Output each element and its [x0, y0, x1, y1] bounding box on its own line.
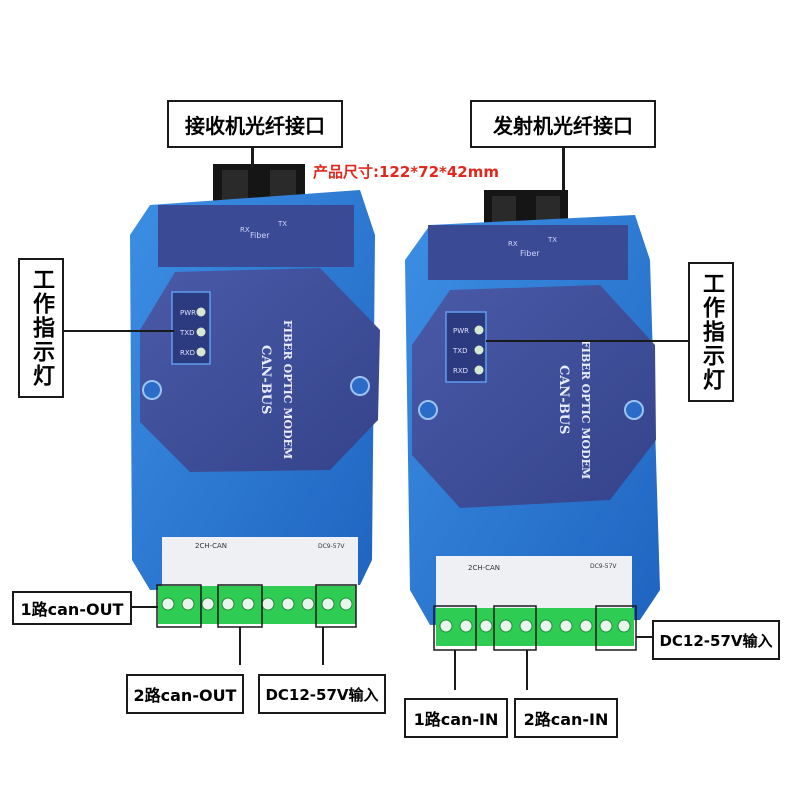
left-led-pwr-label: PWR [180, 309, 196, 317]
product-dimensions: 产品尺寸:122*72*42mm [313, 163, 500, 181]
callout-power-right: DC12-57V输入 [652, 620, 780, 660]
callout-indicator-left: 工作指示灯 [18, 258, 64, 398]
left-led-rxd-label: RXD [180, 349, 195, 357]
right-screw-2 [624, 400, 644, 420]
left-terminal-group-label: 2CH-CAN [195, 542, 227, 550]
callout-power-left: DC12-57V输入 [258, 674, 386, 714]
right-led-rxd-label: RXD [453, 367, 468, 375]
callout-power-right-text: DC12-57V输入 [659, 631, 773, 650]
left-led-rxd [196, 347, 206, 357]
left-led-txd-label: TXD [179, 329, 194, 337]
right-led-txd [474, 345, 484, 355]
callout-indicator-left-text: 工作指示灯 [29, 268, 54, 388]
callout-can2-in-text: 2路can-IN [523, 710, 609, 729]
left-model-line2: FIBER OPTIC MODEM [281, 320, 294, 459]
right-model-line2: FIBER OPTIC MODEM [579, 340, 592, 479]
right-terminal-power-label: DC9-57V [590, 563, 617, 570]
callout-can1-in: 1路can-IN [404, 698, 508, 738]
callout-indicator-right-text: 工作指示灯 [699, 272, 724, 392]
callout-can1-out-text: 1路can-OUT [20, 600, 124, 619]
right-led-pwr [474, 325, 484, 335]
left-screw-2 [350, 376, 370, 396]
right-fiber-tx-label: TX [547, 236, 557, 244]
right-device: RX TX Fiber PWR TXD RXD CAN-BUS FIBER OP… [405, 190, 660, 651]
right-led-rxd [474, 365, 484, 375]
right-led-txd-label: TXD [452, 347, 467, 355]
left-device: RX TX Fiber PWR TXD RXD CAN-BUS FIBER OP… [130, 164, 380, 628]
left-screw-1 [142, 380, 162, 400]
callout-can1-out: 1路can-OUT [12, 591, 132, 625]
left-fiber-rx-label: RX [240, 226, 250, 234]
left-led-txd [196, 327, 206, 337]
left-terminal-power-label: DC9-57V [318, 543, 345, 550]
right-fiber-label: Fiber [520, 249, 540, 258]
left-fiber-tx-label: TX [277, 220, 287, 228]
callout-rx-fiber-port-text: 接收机光纤接口 [185, 113, 325, 138]
left-led-pwr [196, 307, 206, 317]
callout-can2-out: 2路can-OUT [126, 674, 244, 714]
callout-can2-out-text: 2路can-OUT [133, 686, 237, 705]
callout-can1-in-text: 1路can-IN [413, 710, 499, 729]
right-model-line1: CAN-BUS [556, 365, 571, 434]
left-fiber-label: Fiber [250, 231, 270, 240]
right-terminal-group-label: 2CH-CAN [468, 564, 500, 572]
right-screw-1 [418, 400, 438, 420]
callout-rx-fiber-port: 接收机光纤接口 [167, 100, 343, 148]
callout-tx-fiber-port: 发射机光纤接口 [470, 100, 656, 148]
callout-can2-in: 2路can-IN [514, 698, 618, 738]
right-led-pwr-label: PWR [453, 327, 469, 335]
callout-indicator-right: 工作指示灯 [688, 262, 734, 402]
left-model-line1: CAN-BUS [258, 345, 273, 414]
right-fiber-rx-label: RX [508, 240, 518, 248]
callout-tx-fiber-port-text: 发射机光纤接口 [493, 113, 633, 138]
callout-power-left-text: DC12-57V输入 [265, 685, 379, 704]
